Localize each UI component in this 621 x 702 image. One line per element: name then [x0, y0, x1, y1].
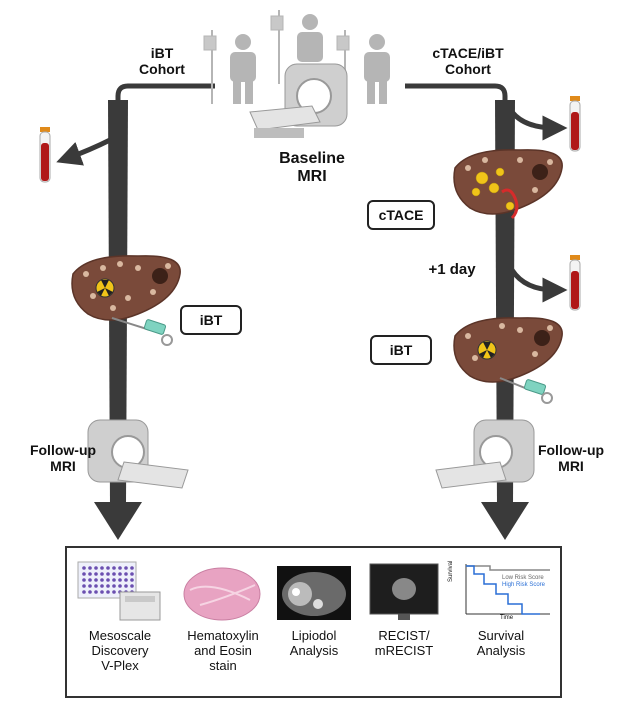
plate-well: [82, 578, 86, 582]
ctace-treatment-box: cTACE: [367, 200, 435, 230]
plate-well: [106, 578, 110, 582]
plate-well: [124, 572, 128, 576]
output-label-survival: Survival Analysis: [476, 628, 526, 658]
plate-well: [100, 578, 104, 582]
output-label-mesoscale: Mesoscale Discovery V-Plex: [88, 628, 152, 673]
plate-well: [88, 566, 92, 570]
blood-tube-icon: [569, 255, 581, 311]
plate-well: [88, 578, 92, 582]
plate-well: [118, 566, 122, 570]
survival-curve-icon: [454, 560, 554, 622]
plate-well: [118, 572, 122, 576]
monitor-icon: [369, 563, 439, 620]
plate-well: [82, 566, 86, 570]
ct-scan-icon: [277, 566, 351, 620]
blood-sample-arrow-right-bottom: [509, 268, 568, 303]
needle-applicator-icon: [111, 317, 173, 346]
liver-icon: [71, 255, 181, 321]
followup-mri-right-label: Follow-up MRI: [537, 442, 605, 474]
plate-well: [106, 572, 110, 576]
plate-well: [124, 584, 128, 588]
blood-tube-icon: [39, 127, 51, 183]
plate-well: [112, 578, 116, 582]
plate-well: [94, 584, 98, 588]
plate-well: [106, 566, 110, 570]
plate-well: [82, 590, 86, 594]
plate-well: [82, 584, 86, 588]
survival-legend-high: High Risk Score: [502, 582, 546, 588]
output-label-he-stain: Hematoxylin and Eosin stain: [187, 628, 259, 673]
plus-one-day-label: +1 day: [428, 261, 476, 278]
plate-well: [88, 590, 92, 594]
ibt-treatment-box-right: iBT: [370, 335, 432, 365]
ctace-ibt-cohort-label: cTACE/iBT Cohort: [432, 45, 504, 77]
plate-well: [130, 584, 134, 588]
plate-well: [88, 572, 92, 576]
plate-well: [100, 590, 104, 594]
plate-well: [112, 566, 116, 570]
survival-xlabel: Time: [500, 615, 514, 621]
plate-well: [124, 578, 128, 582]
plate-well: [130, 566, 134, 570]
output-label-lipiodol: Lipiodol Analysis: [289, 628, 339, 658]
plate-well: [94, 578, 98, 582]
blood-sample-arrow-right-top: [510, 110, 568, 141]
plate-well: [130, 572, 134, 576]
plate-well: [118, 578, 122, 582]
patients-group-icon: [203, 10, 390, 104]
plate-well: [124, 566, 128, 570]
plate-well: [82, 572, 86, 576]
mri-scanner-icon: [249, 63, 348, 138]
needle-applicator-icon: [499, 377, 553, 404]
plate-well: [112, 590, 116, 594]
plate-well: [106, 584, 110, 588]
plate-well: [94, 572, 98, 576]
plate-well: [94, 566, 98, 570]
mri-scanner-icon: [435, 419, 535, 489]
blood-tube-icon: [569, 96, 581, 152]
plate-well: [100, 566, 104, 570]
liver-ibt-icon: [453, 317, 563, 383]
liver-ctace-icon: [453, 149, 563, 220]
ibt-treatment-box-left: iBT: [180, 305, 242, 335]
plate-well: [112, 572, 116, 576]
plate-well: [106, 590, 110, 594]
plate-well: [100, 572, 104, 576]
plate-reader-icon: [77, 561, 161, 621]
analysis-outputs-box: [65, 546, 562, 698]
survival-legend-low: Low Risk Score: [502, 575, 544, 581]
plate-well: [94, 590, 98, 594]
tissue-slide-icon: [183, 567, 261, 621]
followup-mri-left-label: Follow-up MRI: [29, 442, 97, 474]
output-label-recist: RECIST/ mRECIST: [374, 628, 434, 658]
plate-well: [112, 584, 116, 588]
plate-well: [88, 584, 92, 588]
ibt-cohort-label: iBT Cohort: [139, 45, 185, 77]
blood-sample-arrow-left: [56, 137, 112, 166]
baseline-mri-label: Baseline MRI: [279, 150, 345, 185]
mri-scanner-icon: [87, 419, 189, 489]
plate-well: [118, 584, 122, 588]
plate-well: [130, 578, 134, 582]
plate-well: [100, 584, 104, 588]
